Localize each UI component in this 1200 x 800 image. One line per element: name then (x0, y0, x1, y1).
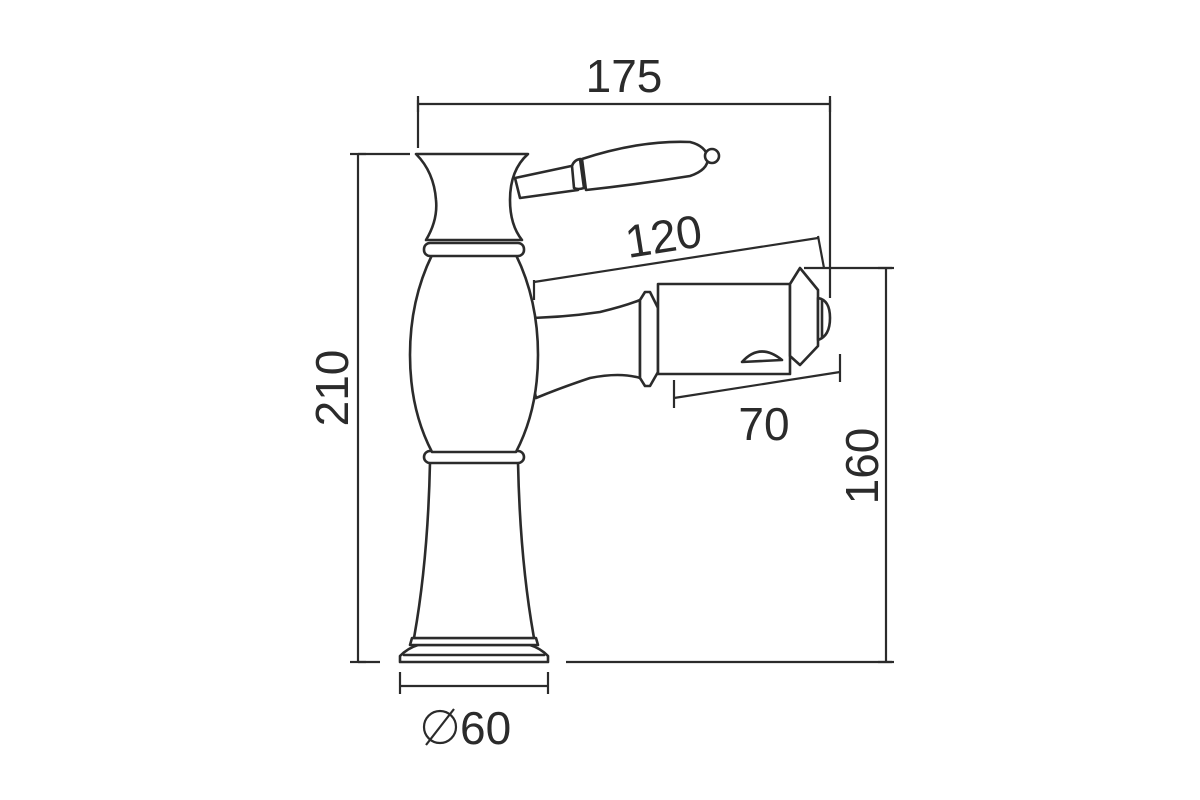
dim-label-210: 210 (306, 350, 358, 427)
dim-label-120: 120 (622, 205, 706, 268)
dimension-lines (350, 96, 894, 694)
spray-button (740, 350, 784, 364)
diameter-symbol (422, 708, 458, 746)
dim-label-60: 60 (460, 702, 511, 754)
faucet-base (398, 643, 550, 664)
faucet-upper-ring (422, 241, 526, 258)
faucet-top-cap (414, 152, 530, 242)
faucet-lower-column (412, 460, 536, 640)
faucet-handle (513, 140, 721, 200)
faucet-body (408, 253, 540, 454)
faucet-outline (398, 140, 832, 664)
dim-label-70: 70 (738, 398, 789, 450)
dim-label-diameter: 60 (422, 702, 511, 754)
dim-label-175: 175 (586, 50, 663, 102)
dim-label-160: 160 (836, 428, 888, 505)
faucet-spout (518, 266, 832, 400)
